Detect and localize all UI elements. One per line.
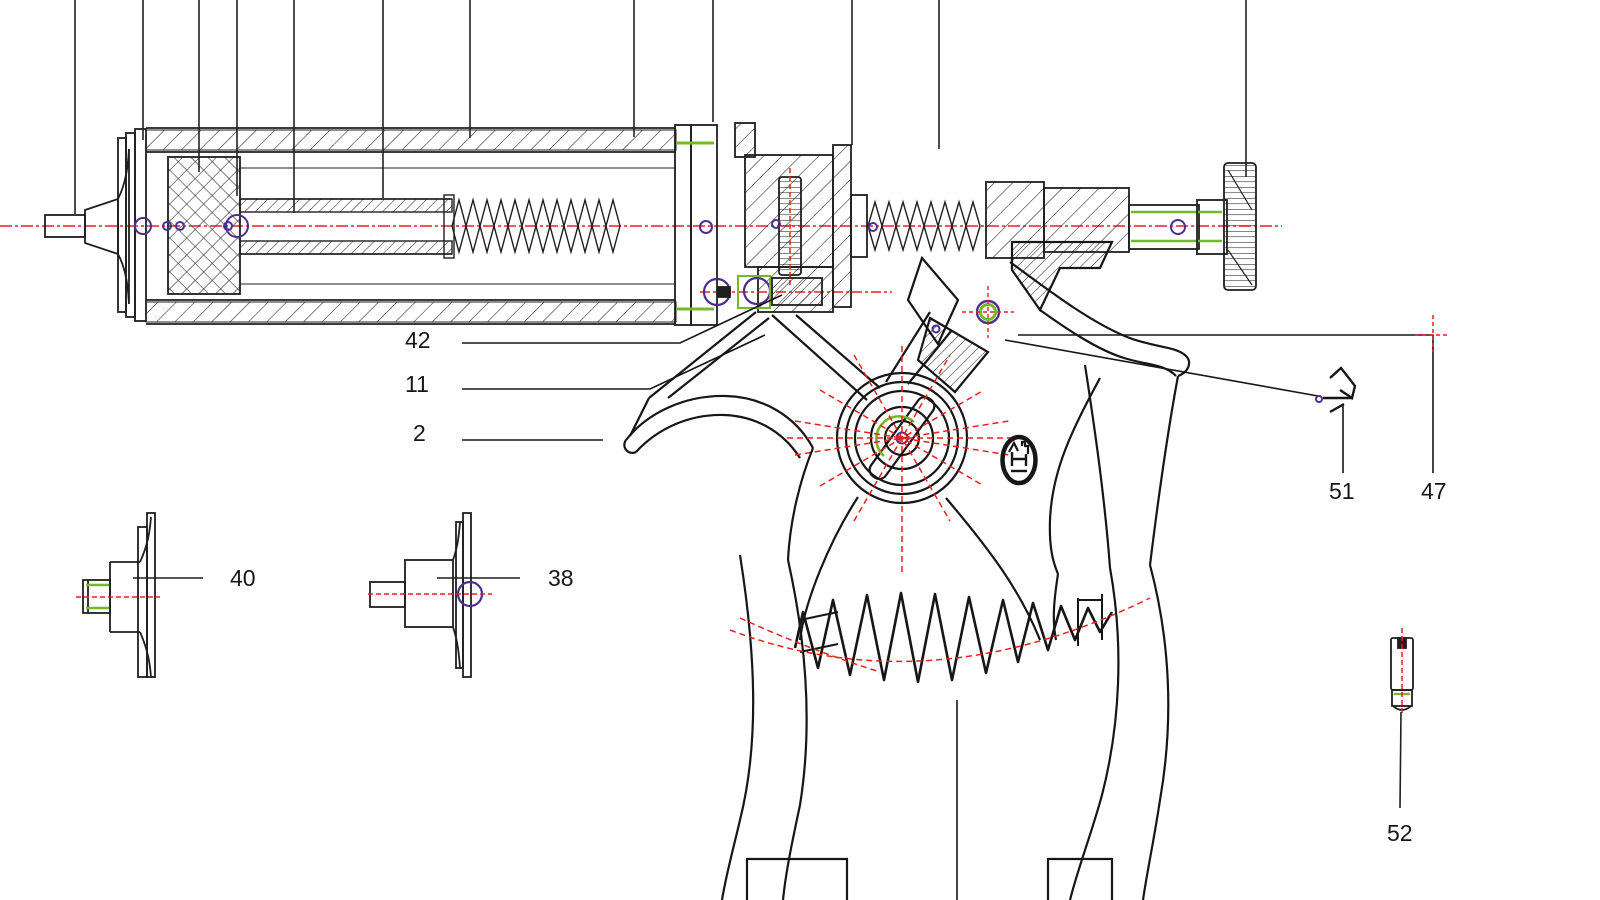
left-part-labels: 42 11 2 [405, 294, 783, 446]
label-2: 2 [413, 420, 426, 446]
leader-11 [462, 334, 766, 390]
top-leader-lines [74, 0, 1247, 214]
frame-edge [648, 311, 757, 399]
handle-right-arm [945, 497, 1170, 900]
bottom-notch-left [745, 857, 849, 900]
label-11: 11 [405, 371, 429, 397]
label-42: 42 [405, 327, 431, 353]
brand-logo [1000, 434, 1038, 486]
label-47: 47 [1421, 478, 1447, 504]
leader-51-diagonal [1004, 339, 1319, 397]
label-38: 38 [548, 565, 574, 591]
pivot-slot [868, 395, 936, 481]
linkage-arm [771, 314, 868, 401]
centerline-markers [134, 214, 1186, 238]
linkage-arm [885, 311, 931, 383]
syringe-assembly [44, 122, 1257, 326]
knurled-nut [167, 156, 241, 295]
spring-centerlines [729, 597, 1151, 673]
threaded-rod-rear [867, 199, 981, 253]
pawl-assembly [700, 275, 892, 309]
receiver-block [1010, 240, 1114, 313]
pivot-green-arc [875, 415, 915, 457]
threaded-rod [451, 197, 621, 255]
frame-mechanism [623, 240, 1191, 900]
leader-42 [462, 294, 783, 344]
front-horn [623, 394, 814, 459]
label-40: 40 [230, 565, 256, 591]
logo-h-glyph [1010, 452, 1028, 466]
leader-52 [1399, 711, 1402, 809]
rear-shaft [1128, 199, 1228, 255]
part-52-setscrew: 52 [1387, 628, 1414, 846]
bottom-notch-right [1046, 857, 1114, 900]
barrel-end-flange [674, 124, 718, 326]
part-40-plunger: 40 [76, 512, 256, 678]
rear-knurled-knob [1223, 162, 1257, 291]
pawl-body [906, 255, 960, 347]
barrel-tube [145, 127, 677, 325]
part-38-plunger: 38 [368, 512, 574, 678]
drive-spring [793, 591, 1114, 684]
label-51: 51 [1329, 478, 1355, 504]
part-51-clip [1315, 366, 1357, 414]
label-52: 52 [1387, 820, 1413, 846]
ratchet-disc [778, 168, 802, 286]
trigger-screw [931, 286, 1014, 338]
pivot-centerlines [787, 346, 1020, 575]
pawl-wedge [916, 316, 990, 394]
rear-flange [832, 144, 868, 308]
frame-edge [667, 317, 770, 399]
right-callouts: 51 47 [1004, 315, 1450, 504]
frame-edge [629, 397, 650, 437]
plunger-tube [239, 194, 455, 259]
